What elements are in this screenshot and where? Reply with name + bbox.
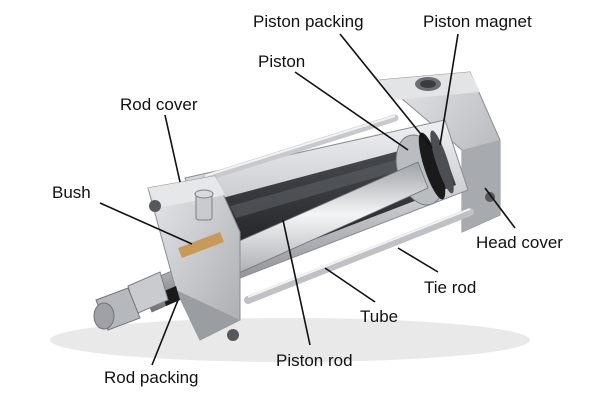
bush-part: [178, 232, 224, 258]
label-rod-packing: Rod packing: [104, 368, 199, 387]
rod-end: [93, 271, 169, 331]
leader-tube: [324, 267, 376, 303]
leader-piston-packing: [339, 33, 433, 149]
labels: Piston packing Piston magnet Piston Rod …: [52, 12, 563, 387]
leader-piston-rod: [282, 219, 311, 346]
tie-rod-lower: [244, 208, 474, 304]
label-tube: Tube: [360, 307, 398, 326]
ground-shadow: [50, 318, 530, 362]
piston-magnet-ring: [430, 130, 454, 194]
leader-lines: [99, 33, 516, 366]
label-piston-packing: Piston packing: [253, 12, 364, 31]
label-bush: Bush: [52, 183, 91, 202]
label-head-cover: Head cover: [476, 233, 563, 252]
rod-cover-part: [147, 175, 241, 341]
label-piston-magnet: Piston magnet: [423, 12, 532, 31]
leader-bush: [99, 202, 193, 245]
piston-part: [395, 130, 454, 206]
label-rod-cover: Rod cover: [120, 95, 198, 114]
rod-bolt-hole-top: [149, 200, 161, 212]
tie-rods: [201, 114, 474, 304]
label-tie-rod: Tie rod: [424, 278, 476, 297]
leader-piston-magnet: [439, 33, 459, 146]
head-bolt-hole: [485, 192, 495, 202]
leader-tie-rod: [397, 247, 439, 273]
piston-packing-seal: [418, 132, 446, 200]
leader-head-cover: [484, 187, 516, 229]
label-piston: Piston: [258, 52, 305, 71]
rod-bolt-hole-bottom: [227, 329, 239, 341]
leader-piston: [294, 71, 409, 151]
leader-rod-packing: [151, 299, 179, 366]
tie-rod-upper: [201, 114, 399, 182]
label-piston-rod: Piston rod: [276, 351, 353, 370]
leader-rod-cover: [164, 114, 181, 183]
